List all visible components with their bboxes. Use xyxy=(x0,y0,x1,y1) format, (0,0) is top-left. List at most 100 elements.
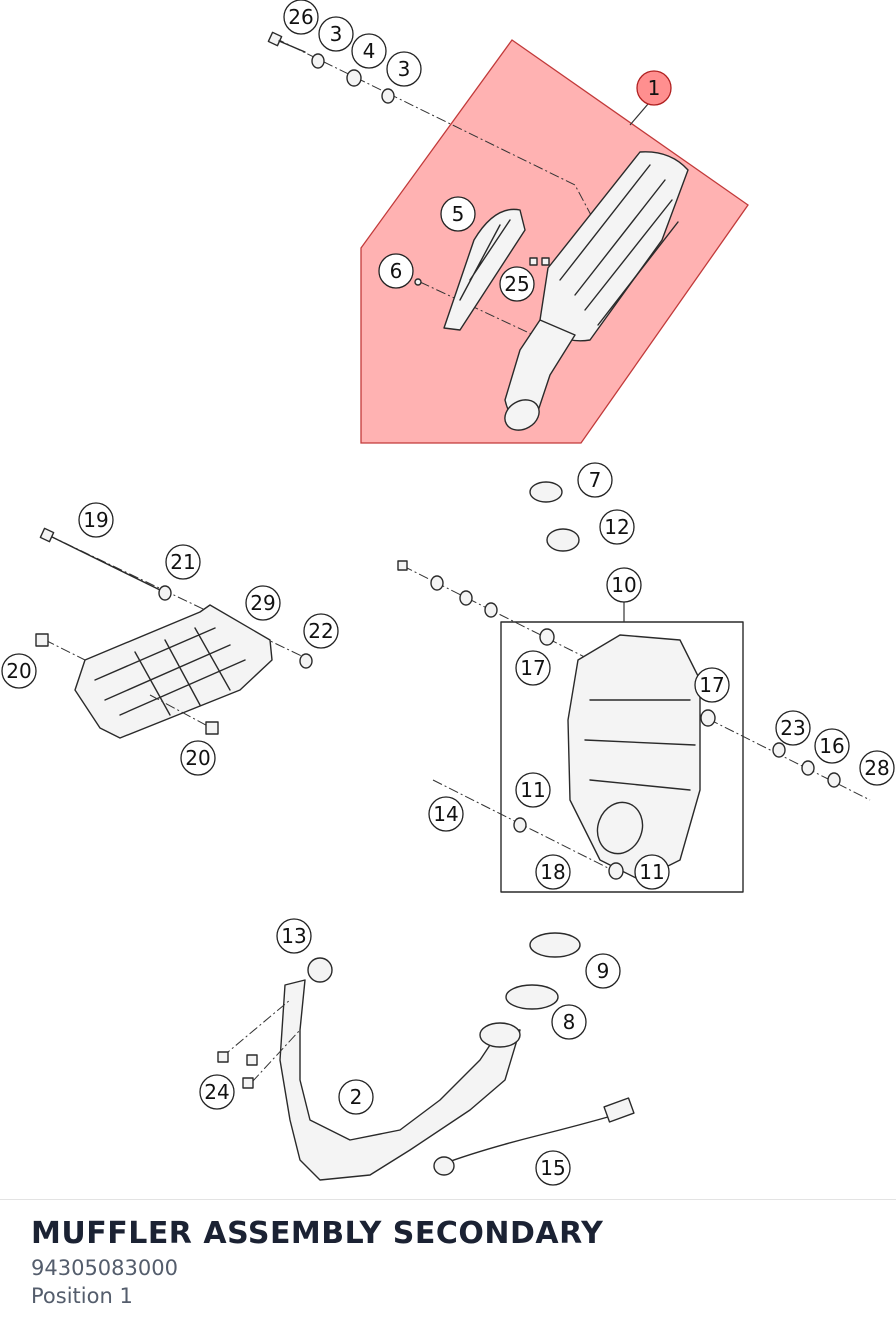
callout-3[interactable]: 3 xyxy=(386,51,422,87)
callout-label: 11 xyxy=(639,860,664,884)
callout-3[interactable]: 3 xyxy=(318,16,354,52)
callout-circle xyxy=(386,51,422,87)
callout-label: 23 xyxy=(780,716,805,740)
part-info-panel: MUFFLER ASSEMBLY SECONDARY 94305083000 P… xyxy=(31,1214,871,1310)
callout-circle xyxy=(535,854,571,890)
callout-circle xyxy=(180,740,216,776)
callout-label: 7 xyxy=(589,468,602,492)
callout-circle xyxy=(199,1074,235,1110)
callout-4[interactable]: 4 xyxy=(351,33,387,69)
callout-23[interactable]: 23 xyxy=(775,710,811,746)
callout-label: 3 xyxy=(398,57,411,81)
callout-circle xyxy=(499,266,535,302)
callout-22[interactable]: 22 xyxy=(303,613,339,649)
callout-21[interactable]: 21 xyxy=(165,544,201,580)
callout-label: 29 xyxy=(250,591,275,615)
callout-14[interactable]: 14 xyxy=(428,796,464,832)
callout-8[interactable]: 8 xyxy=(551,1004,587,1040)
callout-12[interactable]: 12 xyxy=(599,509,635,545)
callout-circle xyxy=(165,544,201,580)
callout-circle xyxy=(378,253,414,289)
callout-label: 2 xyxy=(350,1085,363,1109)
callout-label: 9 xyxy=(597,959,610,983)
part-number[interactable]: 94305083000 xyxy=(31,1256,178,1280)
callout-circle xyxy=(606,567,642,603)
callout-label: 6 xyxy=(390,259,403,283)
part-title: MUFFLER ASSEMBLY SECONDARY xyxy=(31,1216,604,1251)
callout-circle xyxy=(245,585,281,621)
callout-circle xyxy=(1,653,37,689)
callout-1[interactable]: 1 xyxy=(636,70,672,106)
part-position: Position 1 xyxy=(31,1284,133,1308)
callout-label: 18 xyxy=(540,860,565,884)
callout-11[interactable]: 11 xyxy=(634,854,670,890)
callout-circle xyxy=(577,462,613,498)
callout-circle xyxy=(634,854,670,890)
callout-label: 25 xyxy=(504,272,529,296)
selected-part-highlight[interactable] xyxy=(360,39,749,444)
exploded-parts-diagram: 2634315625712192129222020101717231628111… xyxy=(1,0,895,1186)
callout-label: 5 xyxy=(452,202,465,226)
callout-13[interactable]: 13 xyxy=(276,918,312,954)
callout-label: 24 xyxy=(204,1080,229,1104)
callout-5[interactable]: 5 xyxy=(440,196,476,232)
callout-29[interactable]: 29 xyxy=(245,585,281,621)
callout-circle xyxy=(515,772,551,808)
callout-label: 17 xyxy=(520,656,545,680)
callout-label: 11 xyxy=(520,778,545,802)
callout-label: 17 xyxy=(699,673,724,697)
callout-circle xyxy=(338,1079,374,1115)
callout-circle xyxy=(814,728,850,764)
callout-label: 19 xyxy=(83,508,108,532)
callout-circle xyxy=(276,918,312,954)
callout-label: 16 xyxy=(819,734,844,758)
callout-26[interactable]: 26 xyxy=(283,0,319,35)
callout-label: 3 xyxy=(330,22,343,46)
callout-label: 22 xyxy=(308,619,333,643)
callout-label: 21 xyxy=(170,550,195,574)
callout-label: 20 xyxy=(185,746,210,770)
bracket-drawing xyxy=(35,527,313,739)
footer-divider xyxy=(0,1199,896,1200)
callout-15[interactable]: 15 xyxy=(535,1150,571,1186)
callout-circle xyxy=(440,196,476,232)
callout-circle xyxy=(283,0,319,35)
callout-label: 15 xyxy=(540,1156,565,1180)
callout-17[interactable]: 17 xyxy=(515,650,551,686)
callout-18[interactable]: 18 xyxy=(535,854,571,890)
callout-label: 20 xyxy=(6,659,31,683)
callout-11[interactable]: 11 xyxy=(515,772,551,808)
callout-2[interactable]: 2 xyxy=(338,1079,374,1115)
leader-lines xyxy=(623,103,649,622)
callout-circle xyxy=(585,953,621,989)
callout-circle xyxy=(694,667,730,703)
callout-17[interactable]: 17 xyxy=(694,667,730,703)
callout-19[interactable]: 19 xyxy=(78,502,114,538)
callout-25[interactable]: 25 xyxy=(499,266,535,302)
callout-circle xyxy=(859,750,895,786)
header-pipe-drawing xyxy=(217,932,635,1181)
callout-6[interactable]: 6 xyxy=(378,253,414,289)
catalyst-drawing xyxy=(397,481,871,893)
callout-label: 1 xyxy=(648,76,661,100)
callout-20[interactable]: 20 xyxy=(1,653,37,689)
muffler-drawing xyxy=(267,31,689,431)
callout-20[interactable]: 20 xyxy=(180,740,216,776)
callout-circle xyxy=(318,16,354,52)
callout-16[interactable]: 16 xyxy=(814,728,850,764)
callout-circle xyxy=(428,796,464,832)
callout-7[interactable]: 7 xyxy=(577,462,613,498)
callout-circle xyxy=(599,509,635,545)
callout-circle xyxy=(303,613,339,649)
callout-circle xyxy=(535,1150,571,1186)
callout-label: 10 xyxy=(611,573,636,597)
callout-circle xyxy=(351,33,387,69)
callout-28[interactable]: 28 xyxy=(859,750,895,786)
callout-circle xyxy=(636,70,672,106)
callout-circle xyxy=(515,650,551,686)
callout-24[interactable]: 24 xyxy=(199,1074,235,1110)
callout-10[interactable]: 10 xyxy=(606,567,642,603)
callout-circle xyxy=(775,710,811,746)
callout-9[interactable]: 9 xyxy=(585,953,621,989)
callout-label: 28 xyxy=(864,756,889,780)
